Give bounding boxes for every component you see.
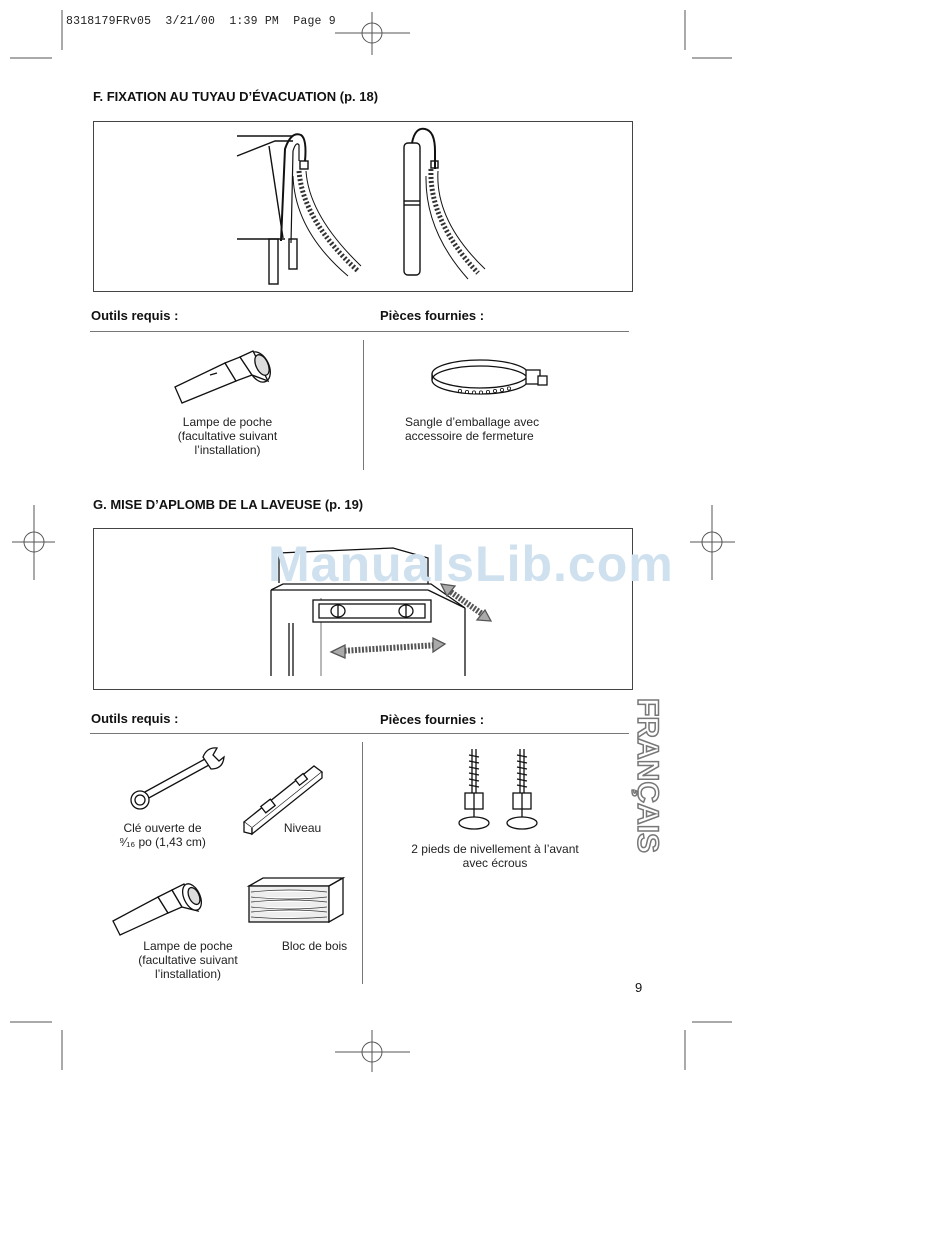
drain-hose-illustration [236, 127, 486, 285]
flashlight-icon [174, 350, 271, 404]
section-g-tool-label-flashlight: Lampe de poche (facultative suivant l’in… [138, 939, 238, 981]
section-g-divider [90, 733, 629, 734]
section-g-part-label: 2 pieds de nivellement à l’avant avec éc… [411, 842, 579, 870]
section-f-tools-heading: Outils requis : [91, 308, 179, 323]
level-icon [242, 765, 324, 836]
page-number: 9 [635, 980, 643, 995]
flashlight-icon [112, 883, 203, 936]
section-f-parts-heading: Pièces fournies : [380, 308, 485, 323]
section-f-title: F. FIXATION AU TUYAU D’ÉVACUATION (p. 18… [93, 89, 379, 104]
section-f-illustration-frame [93, 121, 633, 292]
section-f-divider [90, 331, 629, 332]
section-f-column-divider [363, 340, 364, 470]
leveling-feet-icon [458, 749, 538, 830]
section-g-tool-label-wrench: Clé ouverte de ⁹⁄₁₆ po (1,43 cm) [119, 821, 206, 849]
watermark: ManualsLib.com [268, 536, 674, 592]
language-side-label: FRANÇAIS [630, 697, 665, 854]
wood-block-icon [246, 876, 346, 924]
section-g-tool-label-level: Niveau [283, 821, 322, 835]
print-header: 8318179FRv05 3/21/00 1:39 PM Page 9 [66, 15, 336, 28]
section-g-parts-heading: Pièces fournies : [380, 712, 485, 727]
strap-clamp-icon [431, 359, 548, 395]
section-g-tool-label-wood-block: Bloc de bois [281, 939, 348, 953]
section-f-tool-label: Lampe de poche (facultative suivant l’in… [177, 415, 278, 457]
section-g-title: G. MISE D’APLOMB DE LA LAVEUSE (p. 19) [93, 497, 364, 512]
washer-leveling-illustration [270, 547, 493, 676]
section-g-tools-heading: Outils requis : [91, 711, 179, 726]
section-g-column-divider [362, 742, 363, 984]
section-f-part-label: Sangle d’emballage avec accessoire de fe… [405, 415, 540, 443]
wrench-icon [130, 747, 225, 810]
